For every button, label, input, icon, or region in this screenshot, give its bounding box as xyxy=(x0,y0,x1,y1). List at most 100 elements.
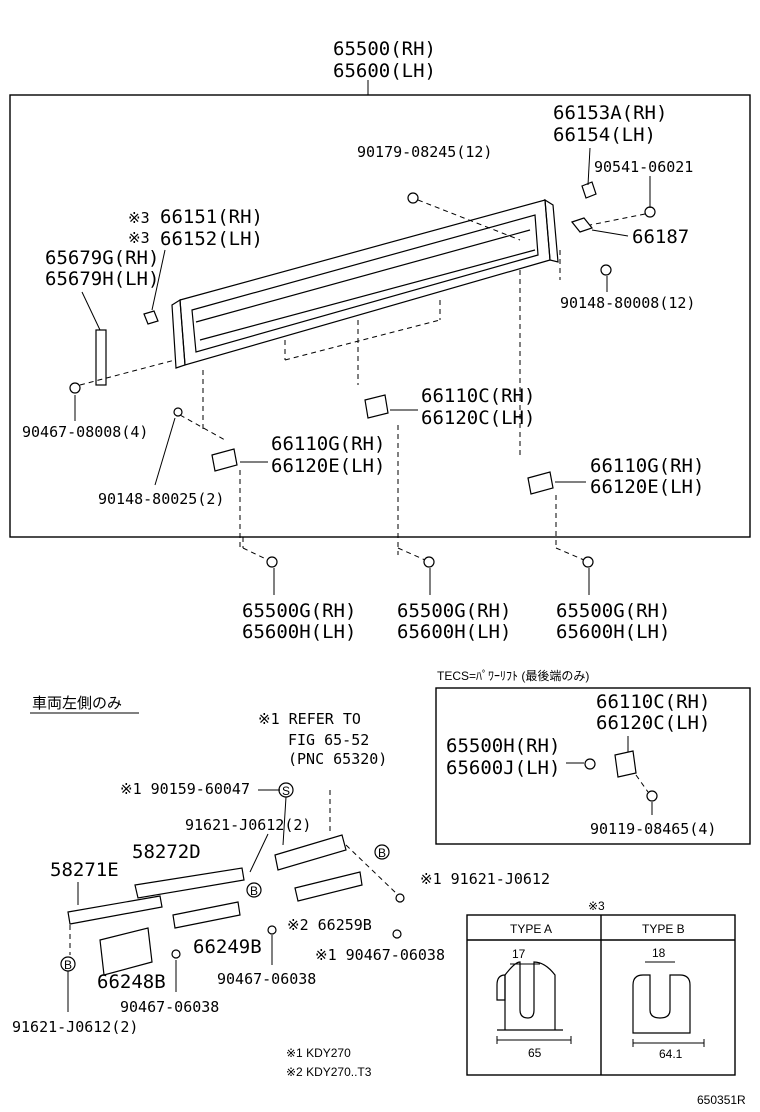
label-66120c: 66120C(LH) xyxy=(421,407,535,429)
tail-gate-panel xyxy=(171,198,559,385)
label-b1-rh: 65500G(RH) xyxy=(242,600,356,622)
strip-66259b-icon xyxy=(294,871,363,902)
bolt-65500g-1-icon xyxy=(266,556,278,568)
type-b-top-dim: 18 xyxy=(652,946,666,960)
strip-66249b-icon xyxy=(172,901,241,929)
label-66153a: 66153A(RH) xyxy=(553,102,667,124)
mark-3b: ※3 xyxy=(128,229,150,247)
label-58272d: 58272D xyxy=(132,841,201,863)
screw-90148-80008-icon xyxy=(600,264,612,276)
label-66120e-right: 66120E(LH) xyxy=(590,476,704,498)
bolt-65500g-3-icon xyxy=(582,556,594,568)
label-90467-08008: 90467-08008(4) xyxy=(22,423,148,441)
hinge-66110c-icon xyxy=(364,394,389,419)
label-66110c: 66110C(RH) xyxy=(421,385,535,407)
footnote-2: ※2 KDY270..T3 xyxy=(286,1065,372,1079)
stopper-66151-icon xyxy=(143,310,159,325)
hinge-66110g-left-icon xyxy=(211,448,238,472)
label-90148-80008: 90148-80008(12) xyxy=(560,294,695,312)
strip-58272d-icon xyxy=(134,867,245,899)
label-91621-2: 91621-J0612(2) xyxy=(185,816,311,834)
bolt-90179-icon xyxy=(407,192,419,204)
type-table-mark: ※3 xyxy=(588,899,605,913)
bracket-66187-icon xyxy=(570,217,594,233)
type-a-header: TYPE A xyxy=(510,922,552,936)
label-90467-06038-a: ※1 90467-06038 xyxy=(315,946,445,964)
label-tecs-65600j: 65600J(LH) xyxy=(446,757,560,779)
label-90159: ※1 90159-60047 xyxy=(120,780,250,798)
vehicle-note: 車両左側のみ xyxy=(32,694,122,712)
label-tecs-66120c: 66120C(LH) xyxy=(596,712,710,734)
label-58271e: 58271E xyxy=(50,859,119,881)
label-tecs-90119: 90119-08465(4) xyxy=(590,820,716,838)
label-main-lh: 65600(LH) xyxy=(333,60,436,82)
clip-91621-icon xyxy=(395,893,405,903)
b-mark-2: B xyxy=(378,846,386,860)
s-mark: S xyxy=(282,784,290,798)
label-main-rh: 65500(RH) xyxy=(333,38,436,60)
mark-3a: ※3 xyxy=(128,209,150,227)
refer-line2: FIG 65-52 xyxy=(288,731,369,749)
bolt-90467-08008-icon xyxy=(69,382,81,394)
tecs-bolt-icon xyxy=(646,790,658,802)
label-66259b: ※2 66259B xyxy=(287,916,372,934)
figure-code: 650351R xyxy=(697,1093,746,1107)
label-b2-lh: 65600H(LH) xyxy=(397,621,511,643)
protector-65679-icon xyxy=(95,329,107,386)
plate-66248b-icon xyxy=(99,927,153,976)
type-b-bottom-dim: 64.1 xyxy=(659,1047,683,1061)
label-66110g-right: 66110G(RH) xyxy=(590,455,704,477)
label-tecs-65500h: 65500H(RH) xyxy=(446,735,560,757)
label-90148-80025: 90148-80025(2) xyxy=(98,490,224,508)
tecs-hinge-icon xyxy=(614,750,637,778)
clip-66153-icon xyxy=(581,181,597,199)
label-90467-06038-b: 90467-06038 xyxy=(217,970,316,988)
clip-90467-a-icon xyxy=(267,925,277,935)
type-b-shape xyxy=(632,961,705,1047)
label-66248b: 66248B xyxy=(97,971,166,993)
b-mark-1: B xyxy=(250,884,258,898)
type-a-bottom-dim: 65 xyxy=(528,1046,542,1060)
label-90541: 90541-06021 xyxy=(594,158,693,176)
type-a-top-dim: 17 xyxy=(512,947,526,961)
label-65679h: 65679H(LH) xyxy=(45,268,159,290)
label-66110g-left: 66110G(RH) xyxy=(271,433,385,455)
bolt-90148-80025-icon xyxy=(173,407,183,417)
b-mark-2-icon xyxy=(374,844,390,860)
label-b3-lh: 65600H(LH) xyxy=(556,621,670,643)
label-b2-rh: 65500G(RH) xyxy=(397,600,511,622)
refer-line1: ※1 REFER TO xyxy=(258,710,361,728)
label-66154: 66154(LH) xyxy=(553,124,656,146)
b-mark-1-icon xyxy=(246,882,262,898)
label-66151: 66151(RH) xyxy=(160,206,263,228)
type-a-shape xyxy=(496,961,572,1044)
label-91621-bottom: 91621-J0612(2) xyxy=(12,1018,138,1036)
label-tecs-66110c: 66110C(RH) xyxy=(596,691,710,713)
tecs-title: TECS=ﾊﾟﾜｰﾘﾌﾄ (最後端のみ) xyxy=(437,669,589,683)
label-91621-1: ※1 91621-J0612 xyxy=(420,870,550,888)
refer-line3: (PNC 65320) xyxy=(288,750,387,768)
bracket-upper-icon xyxy=(274,834,347,871)
tecs-pin-icon xyxy=(584,758,596,770)
bolt-90541-icon xyxy=(644,206,656,218)
label-66152: 66152(LH) xyxy=(160,228,263,250)
b-mark-3: B xyxy=(64,958,72,972)
label-b1-lh: 65600H(LH) xyxy=(242,621,356,643)
clip-90467-b-icon xyxy=(392,929,402,939)
type-b-header: TYPE B xyxy=(642,922,685,936)
footnote-1: ※1 KDY270 xyxy=(286,1046,351,1060)
label-65679g: 65679G(RH) xyxy=(45,247,159,269)
label-b3-rh: 65500G(RH) xyxy=(556,600,670,622)
label-66249b: 66249B xyxy=(193,936,262,958)
clip-90467-c-icon xyxy=(171,949,181,959)
strip-58271e-icon xyxy=(67,895,163,925)
assembly-frame xyxy=(9,94,751,538)
hinge-66110g-right-icon xyxy=(527,471,554,495)
label-66187: 66187 xyxy=(632,226,689,248)
bolt-65500g-2-icon xyxy=(423,556,435,568)
label-66120e-left: 66120E(LH) xyxy=(271,455,385,477)
tecs-frame xyxy=(435,687,751,845)
label-90467-06038-c: 90467-06038 xyxy=(120,998,219,1016)
label-90179: 90179-08245(12) xyxy=(357,143,492,161)
